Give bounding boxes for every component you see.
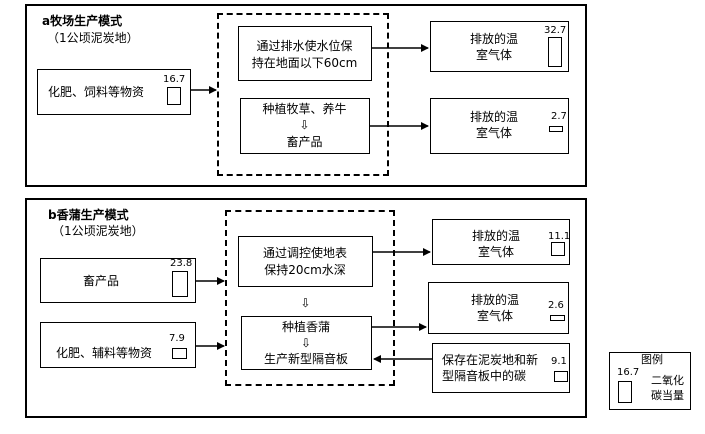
panel-a-process-grazing-line1: 种植牧草、养牛	[262, 102, 347, 116]
down-arrow-icon: ⇩	[300, 336, 312, 350]
panel-b-output1-value: 11.1	[548, 231, 571, 242]
panel-b-storage-bar	[554, 371, 568, 382]
panel-a-output1-bar	[548, 37, 562, 67]
panel-b-storage-line1: 保存在泥炭地和新	[442, 353, 539, 367]
panel-b-input1-label: 畜产品	[83, 274, 120, 288]
panel-b-process-cattail: 种植香蒲 ⇩ 生产新型隔音板	[241, 316, 372, 370]
panel-b-output1-box: 排放的温 室气体 11.1	[432, 219, 570, 265]
panel-b-output2-line1: 排放的温	[471, 293, 520, 307]
panel-a-output2-line1: 排放的温	[470, 110, 519, 124]
panel-a-process-drainage: 通过排水使水位保 持在地面以下60cm	[238, 26, 372, 81]
panel-b-storage-value: 9.1	[551, 356, 567, 367]
panel-a-output1-line1: 排放的温	[470, 32, 519, 46]
panel-a-output2-box: 排放的温 室气体 2.7	[430, 98, 569, 154]
panel-b-input2-value: 7.9	[169, 333, 185, 344]
down-arrow-icon: ⇩	[300, 296, 311, 310]
panel-a-process-grazing-line2: 畜产品	[286, 135, 323, 149]
panel-a-output1-value: 32.7	[544, 25, 567, 36]
panel-a-input-box: 化肥、饲料等物资 16.7	[37, 69, 191, 115]
panel-b-process-flooding: 通过调控使地表 保持20cm水深	[238, 236, 373, 287]
panel-b	[25, 198, 587, 418]
panel-a-process-grazing: 种植牧草、养牛 ⇩ 畜产品	[240, 98, 370, 154]
panel-b-subtitle: （1公顷泥炭地）	[52, 224, 144, 238]
panel-b-input1-bar	[172, 271, 188, 297]
panel-b-title: b香蒲生产模式	[48, 208, 129, 222]
down-arrow-icon: ⇩	[299, 118, 310, 132]
panel-a-output1-line2: 室气体	[476, 48, 513, 62]
panel-b-output1-bar	[551, 242, 565, 256]
panel-b-input1-value: 23.8	[170, 258, 193, 269]
panel-a-output1-box: 排放的温 室气体 32.7	[430, 21, 569, 72]
panel-a-input-bar	[167, 87, 181, 105]
panel-b-storage-box: 保存在泥炭地和新 型隔音板中的碳 9.1	[432, 343, 570, 393]
panel-a-output2-bar	[549, 126, 563, 132]
panel-b-process-flooding-line2: 保持20cm水深	[264, 263, 346, 277]
panel-b-input2-bar	[172, 348, 187, 359]
panel-b-process-cattail-line2: 生产新型隔音板	[263, 352, 348, 366]
panel-a-title: a牧场生产模式	[42, 14, 123, 28]
panel-a-process-drainage-line2: 持在地面以下60cm	[251, 56, 358, 70]
panel-a	[25, 4, 587, 187]
panel-a-output2-value: 2.7	[551, 111, 567, 122]
panel-b-process-group	[225, 210, 395, 386]
panel-b-input1-box: 畜产品 23.8	[40, 258, 196, 303]
panel-b-input2-label: 化肥、辅料等物资	[56, 346, 153, 360]
panel-b-output2-bar	[550, 315, 565, 321]
panel-b-input2-box: 化肥、辅料等物资 7.9	[40, 322, 196, 368]
panel-b-process-cattail-line1: 种植香蒲	[281, 320, 330, 334]
panel-a-subtitle: （1公顷泥炭地）	[47, 31, 139, 45]
legend-bar	[618, 381, 632, 403]
panel-b-output1-line1: 排放的温	[472, 229, 521, 243]
panel-b-storage-line2: 型隔音板中的碳	[442, 369, 527, 383]
legend-value: 16.7	[617, 367, 640, 378]
panel-b-output2-line2: 室气体	[477, 309, 514, 323]
panel-b-output2-value: 2.6	[548, 300, 564, 311]
panel-a-input-label: 化肥、饲料等物资	[48, 85, 145, 99]
legend-label-line2: 碳当量	[651, 389, 684, 402]
panel-b-output2-box: 排放的温 室气体 2.6	[428, 282, 569, 334]
legend-label-line1: 二氧化	[651, 374, 684, 387]
panel-b-output1-line2: 室气体	[478, 245, 515, 259]
legend-title: 图例	[641, 353, 663, 366]
panel-a-output2-line2: 室气体	[476, 126, 513, 140]
panel-a-process-group	[217, 13, 389, 176]
panel-b-process-flooding-line1: 通过调控使地表	[262, 246, 347, 260]
panel-a-process-drainage-line1: 通过排水使水位保	[256, 39, 353, 53]
panel-a-input-value: 16.7	[163, 74, 186, 85]
legend: 图例 16.7 二氧化 碳当量	[609, 352, 691, 410]
